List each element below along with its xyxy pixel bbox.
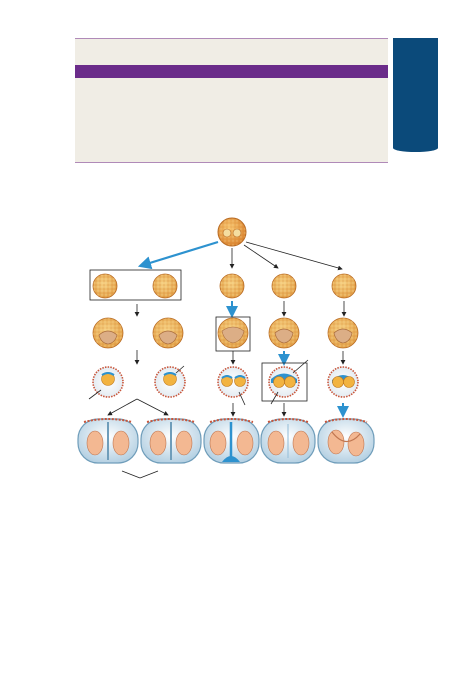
dichorionic-diamniotic-separate: [77, 418, 139, 464]
fetal-membranes-row: [77, 418, 375, 464]
twinning-diagram: [77, 217, 375, 479]
dichorionic-highlight-box: [89, 269, 182, 301]
dichorionic-diamniotic-fused: [140, 418, 202, 464]
chapter-tab: [393, 38, 438, 152]
implantation-highlight-box: [261, 362, 308, 402]
callout-leader-lines: [88, 359, 309, 406]
dichorionic-early-split: [203, 418, 260, 464]
monochorionic-monoamniotic: [317, 418, 375, 464]
blastocyst-row: [92, 317, 359, 349]
row2-arrows: [134, 350, 346, 366]
row1-arrows: [134, 301, 347, 318]
zygote: [217, 217, 247, 247]
grouping-bracket: [121, 470, 159, 479]
figure-caption-box: [75, 38, 388, 163]
implantation-row: [92, 366, 359, 398]
caption-title-band: [75, 65, 388, 78]
zygote-branch-arrows: [137, 240, 343, 271]
morula-row: [92, 273, 357, 299]
row3-arrows: [107, 398, 349, 418]
monochorionic-diamniotic: [260, 418, 316, 464]
